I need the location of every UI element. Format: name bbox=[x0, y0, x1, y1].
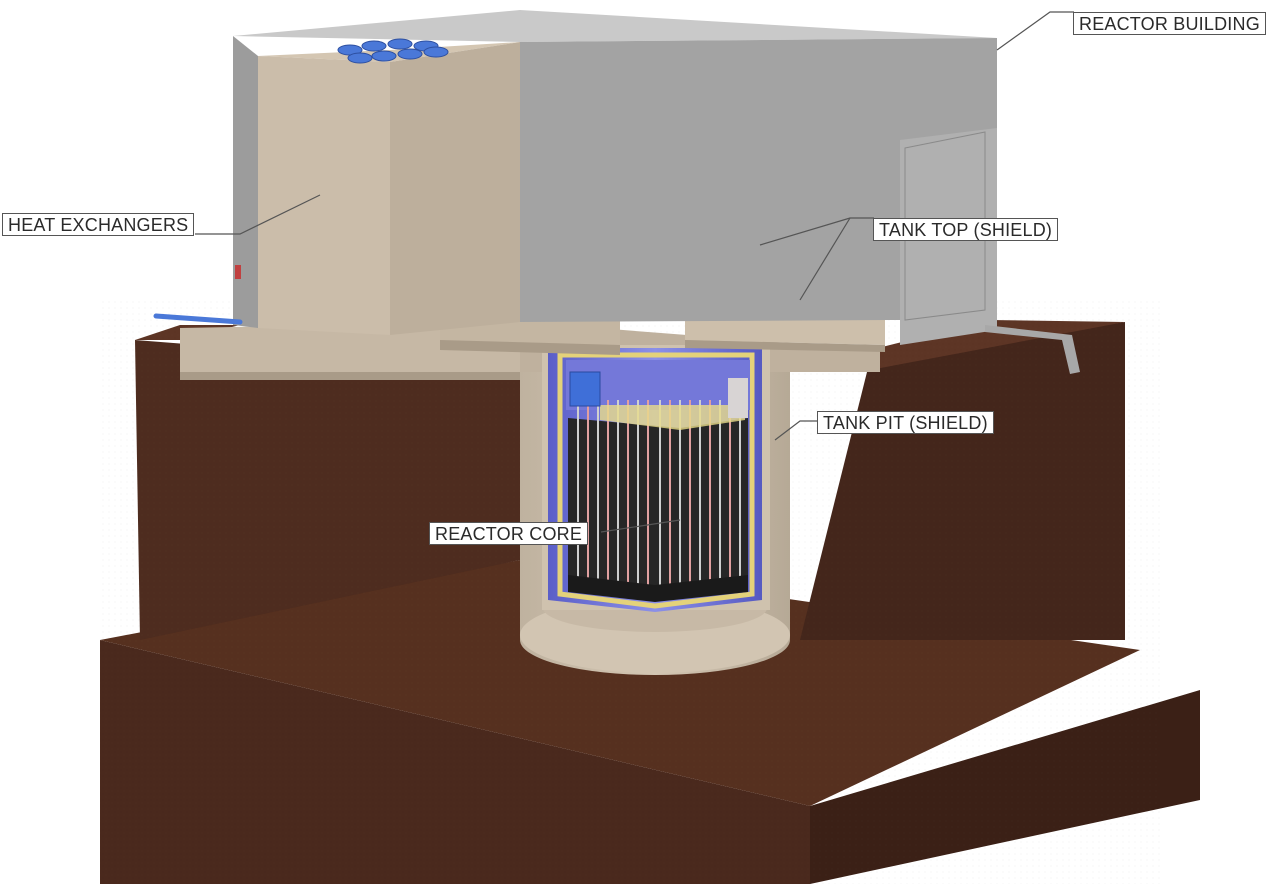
label-tank-pit-shield: TANK PIT (SHIELD) bbox=[817, 411, 994, 434]
pump-block-right bbox=[728, 378, 748, 418]
reactor-core bbox=[568, 371, 748, 602]
coolant-pipe bbox=[153, 313, 243, 325]
leader-tank-pit bbox=[774, 420, 818, 441]
fuel-rods bbox=[577, 400, 741, 598]
label-tank-top-shield: TANK TOP (SHIELD) bbox=[873, 218, 1059, 241]
leader-reactor-building bbox=[996, 11, 1074, 51]
heat-exchanger-units bbox=[337, 38, 449, 64]
heat-exchanger-housing bbox=[153, 38, 520, 335]
leader-heat-exchangers bbox=[195, 194, 321, 235]
label-heat-exchangers: HEAT EXCHANGERS bbox=[2, 213, 195, 236]
label-reactor-core: REACTOR CORE bbox=[429, 522, 589, 545]
leader-tank-top-2 bbox=[799, 217, 851, 301]
service-conduit bbox=[985, 325, 1080, 374]
leader-lines bbox=[195, 11, 1074, 533]
leader-reactor-core bbox=[600, 519, 681, 533]
pump-block bbox=[569, 371, 601, 407]
label-reactor-building: REACTOR BUILDING bbox=[1073, 12, 1266, 35]
